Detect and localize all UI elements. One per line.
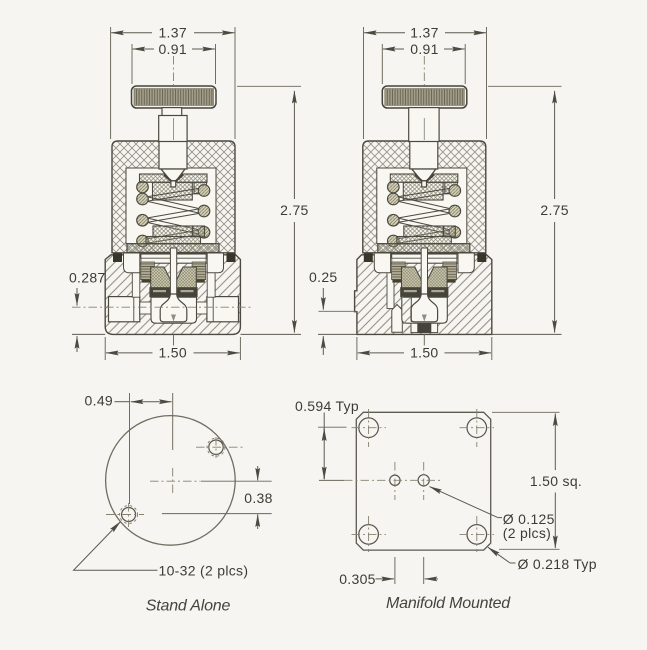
svg-text:1.50 sq.: 1.50 sq. (530, 473, 582, 489)
svg-text:1.50: 1.50 (158, 344, 186, 360)
svg-text:2.75: 2.75 (540, 202, 568, 218)
svg-text:0.287: 0.287 (69, 270, 106, 286)
svg-text:(2 plcs): (2 plcs) (503, 525, 551, 541)
svg-text:1.37: 1.37 (410, 25, 438, 41)
svg-text:0.305: 0.305 (339, 571, 376, 587)
svg-text:0.91: 0.91 (158, 41, 186, 57)
svg-text:Manifold Mounted: Manifold Mounted (386, 595, 511, 612)
svg-text:1.50: 1.50 (410, 344, 438, 360)
svg-text:10-32 (2 plcs): 10-32 (2 plcs) (159, 563, 249, 579)
svg-text:1.37: 1.37 (158, 25, 186, 41)
svg-text:Ø 0.125: Ø 0.125 (503, 511, 555, 527)
svg-text:2.75: 2.75 (280, 202, 308, 218)
svg-text:0.25: 0.25 (309, 269, 337, 285)
svg-text:0.594 Typ: 0.594 Typ (295, 398, 359, 414)
svg-text:Stand Alone: Stand Alone (146, 598, 231, 615)
svg-text:0.91: 0.91 (410, 41, 438, 57)
svg-text:Ø 0.218 Typ: Ø 0.218 Typ (518, 556, 597, 572)
svg-text:0.49: 0.49 (85, 393, 113, 409)
svg-text:0.38: 0.38 (244, 490, 272, 506)
